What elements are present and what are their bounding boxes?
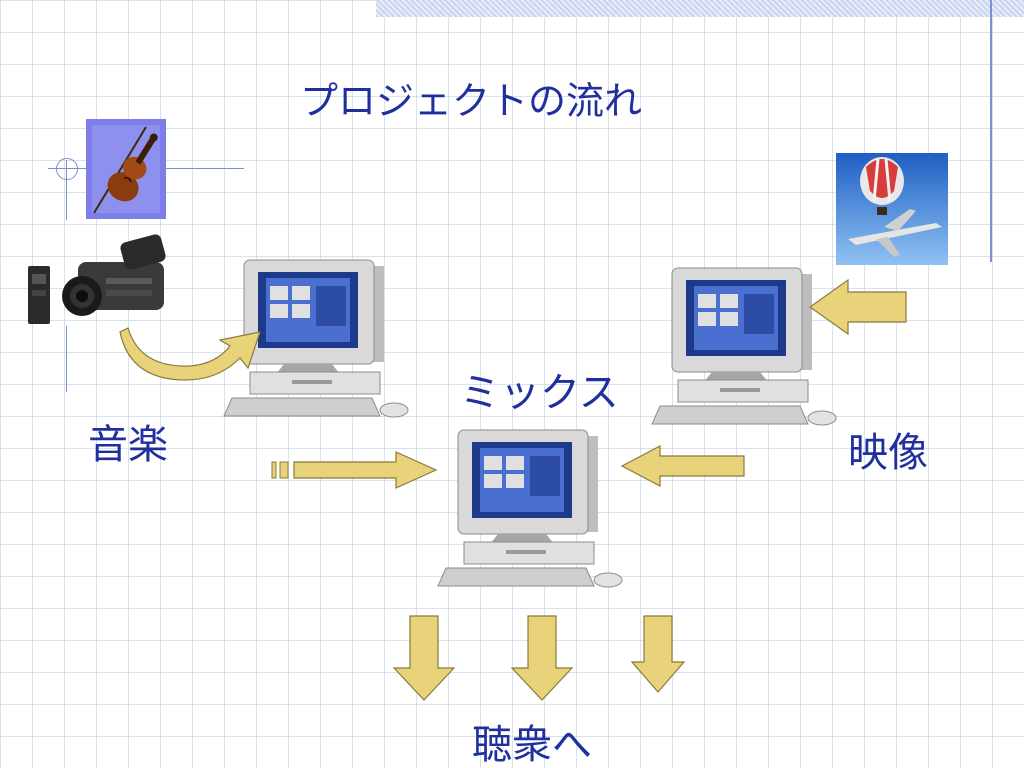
computer-icon-mix: [436, 426, 626, 594]
label-music: 音楽: [88, 422, 168, 468]
crosshair-circle: [56, 158, 78, 180]
label-mix: ミックス: [460, 370, 619, 416]
right-divider: [990, 0, 992, 262]
arrow-down-1: [392, 615, 456, 701]
computer-icon-video: [650, 264, 840, 432]
curved-arrow: [119, 327, 261, 381]
label-audience: 聴衆へ: [472, 722, 592, 768]
arrow-down-2: [510, 615, 574, 701]
label-video: 映像: [848, 430, 928, 476]
video-camera-icon: [26, 234, 170, 326]
arrow-left-mix: [620, 445, 745, 487]
arrow-down-3: [630, 615, 686, 693]
violin-icon: [86, 119, 166, 219]
balloon-airplane-icon: [836, 153, 948, 265]
left-divider-lower: [66, 326, 67, 392]
left-divider-upper: [66, 160, 67, 220]
computer-icon-music: [222, 256, 412, 424]
arrow-left-top: [808, 278, 907, 336]
top-pattern-band: [376, 0, 1024, 17]
slide-title: プロジェクトの流れ: [300, 79, 643, 123]
arrow-right-mix: [271, 451, 438, 489]
